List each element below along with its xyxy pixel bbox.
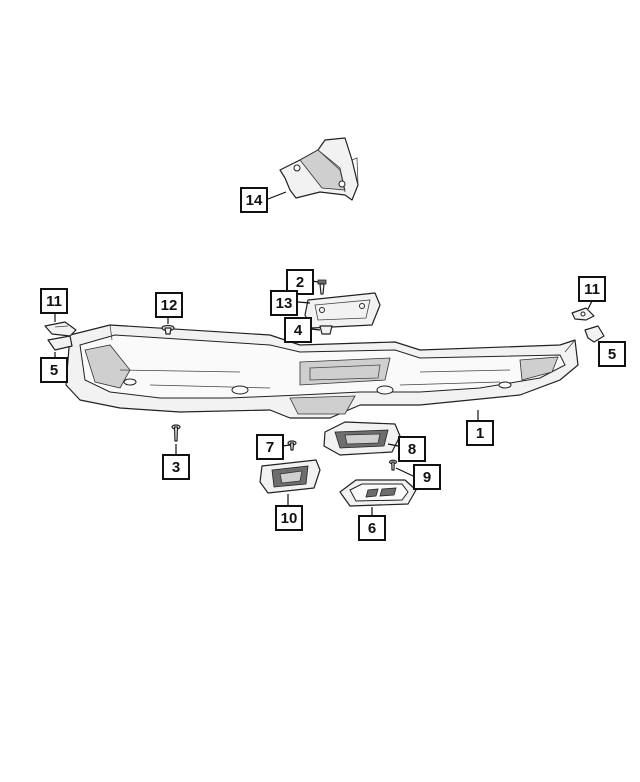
callout-13: 13 [270, 290, 298, 316]
part-13-plate [304, 292, 381, 329]
callout-14: 14 [240, 187, 268, 213]
part-11-right-hook [571, 307, 595, 321]
callout-5-right: 5 [598, 341, 626, 367]
part-5-left-cover [47, 335, 73, 351]
callout-4: 4 [284, 317, 312, 343]
part-1-headliner [65, 324, 579, 419]
callout-7: 7 [256, 434, 284, 460]
callout-10: 10 [275, 505, 303, 531]
part-7-screw [287, 440, 297, 451]
part-9-screw [388, 459, 398, 471]
part-11-left-hook [44, 321, 77, 337]
callout-12: 12 [155, 292, 183, 318]
callout-3: 3 [162, 454, 190, 480]
callout-1: 1 [466, 420, 494, 446]
part-3-screw [171, 424, 181, 442]
part-12-screw [161, 324, 175, 335]
part-14-bracket [279, 137, 359, 201]
part-10-bezel [259, 459, 321, 494]
part-2-screw [317, 279, 327, 295]
callout-11-right: 11 [578, 276, 606, 302]
callout-11-left: 11 [40, 288, 68, 314]
callout-9: 9 [413, 464, 441, 490]
callout-5-left: 5 [40, 357, 68, 383]
part-5-right-cover [584, 325, 605, 343]
part-4-clip [319, 325, 333, 335]
part-6-lamp [339, 479, 417, 507]
callout-8: 8 [398, 436, 426, 462]
callout-6: 6 [358, 515, 386, 541]
part-8-module [323, 421, 401, 456]
